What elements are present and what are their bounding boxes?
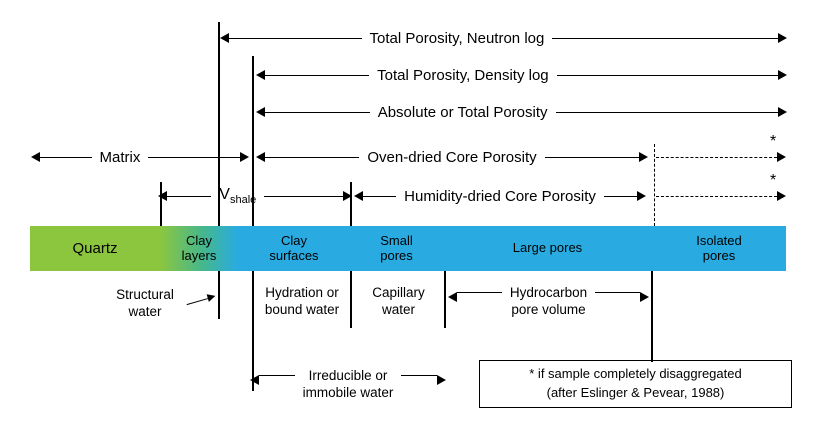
arrow-right-icon xyxy=(637,191,647,201)
arrow-right-icon xyxy=(778,107,787,117)
hydration-bound-water-label: Hydration or bound water xyxy=(264,285,340,317)
vshale-arrow: Vshale xyxy=(158,186,352,206)
vshale-label: Vshale xyxy=(219,186,257,206)
arrow-right-icon xyxy=(777,152,786,162)
humidity-dried-asterisk: * xyxy=(770,172,777,189)
vshale-left-boundary-line xyxy=(160,182,162,226)
structural-water-pointer-arrow xyxy=(185,290,217,310)
isolated-pores-dashed-line xyxy=(654,144,655,226)
segment-clay-layers: Clay layers xyxy=(160,226,238,271)
humidity-dried-porosity-arrow: Humidity-dried Core Porosity xyxy=(354,186,647,206)
segment-isolated-pores: Isolated pores xyxy=(652,226,786,271)
capillary-water-label: Capillary water xyxy=(372,285,425,317)
oven-dried-porosity-arrow: Oven-dried Core Porosity xyxy=(256,147,649,167)
arrow-left-icon xyxy=(256,70,265,80)
matrix-arrow: Matrix xyxy=(31,147,249,167)
arrow-left-icon xyxy=(256,107,265,117)
hydrocarbon-pore-volume-label: Hydrocarbon pore volume xyxy=(509,285,588,317)
footnote-line-2: (after Eslinger & Pevear, 1988) xyxy=(546,385,725,400)
matrix-label: Matrix xyxy=(99,148,141,166)
structural-water-line xyxy=(218,271,220,319)
hydrocarbon-pore-volume-arrow: Hydrocarbon pore volume xyxy=(448,285,650,319)
arrow-left-icon xyxy=(448,292,457,302)
material-bar: Quartz Clay layers Clay surfaces Small p… xyxy=(30,226,786,271)
oven-dried-dashed-extension xyxy=(656,147,786,167)
arrow-left-icon xyxy=(250,375,259,385)
humidity-dried-porosity-label: Humidity-dried Core Porosity xyxy=(404,187,596,205)
humidity-dried-dashed-extension xyxy=(656,186,786,206)
structural-water-label: Structural water xyxy=(116,287,174,319)
arrow-right-icon xyxy=(777,191,786,201)
arrow-right-icon xyxy=(639,152,649,162)
density-boundary-line xyxy=(252,56,254,226)
irreducible-water-label: Irreducible or immobile water xyxy=(302,368,394,400)
density-porosity-arrow: Total Porosity, Density log xyxy=(256,65,787,85)
footnote-box: * if sample completely disaggregated (af… xyxy=(479,360,792,408)
arrow-left-icon xyxy=(31,152,40,162)
arrow-left-icon xyxy=(354,191,363,201)
footnote-line-1: * if sample completely disaggregated xyxy=(529,366,742,382)
matrix-boundary-line xyxy=(218,22,220,226)
arrow-right-icon xyxy=(343,191,352,201)
density-porosity-label: Total Porosity, Density log xyxy=(377,66,549,84)
segment-quartz: Quartz xyxy=(30,226,160,271)
bound-water-left-line xyxy=(252,271,254,391)
arrow-right-icon xyxy=(640,292,650,302)
irreducible-water-arrow: Irreducible or immobile water xyxy=(250,368,446,402)
oven-dried-porosity-label: Oven-dried Core Porosity xyxy=(367,148,537,166)
arrow-left-icon xyxy=(256,152,265,162)
segment-large-pores: Large pores xyxy=(443,226,652,271)
arrow-right-icon xyxy=(240,152,249,162)
neutron-porosity-label: Total Porosity, Neutron log xyxy=(369,29,545,47)
capillary-hydrocarbon-divider-line xyxy=(444,271,446,328)
bound-capillary-divider-line xyxy=(350,271,352,328)
absolute-porosity-label: Absolute or Total Porosity xyxy=(377,103,548,121)
arrow-right-icon xyxy=(206,292,217,302)
vshale-right-boundary-line xyxy=(350,182,352,226)
arrow-right-icon xyxy=(437,375,446,385)
arrow-right-icon xyxy=(778,70,787,80)
absolute-porosity-arrow: Absolute or Total Porosity xyxy=(256,102,787,122)
neutron-porosity-arrow: Total Porosity, Neutron log xyxy=(220,28,787,48)
isolated-pores-to-note-line xyxy=(651,271,653,362)
oven-dried-asterisk: * xyxy=(770,133,777,150)
arrow-right-icon xyxy=(778,33,787,43)
segment-small-pores: Small pores xyxy=(350,226,443,271)
arrow-left-icon xyxy=(158,191,167,201)
segment-clay-surfaces: Clay surfaces xyxy=(238,226,350,271)
arrow-left-icon xyxy=(220,33,229,43)
